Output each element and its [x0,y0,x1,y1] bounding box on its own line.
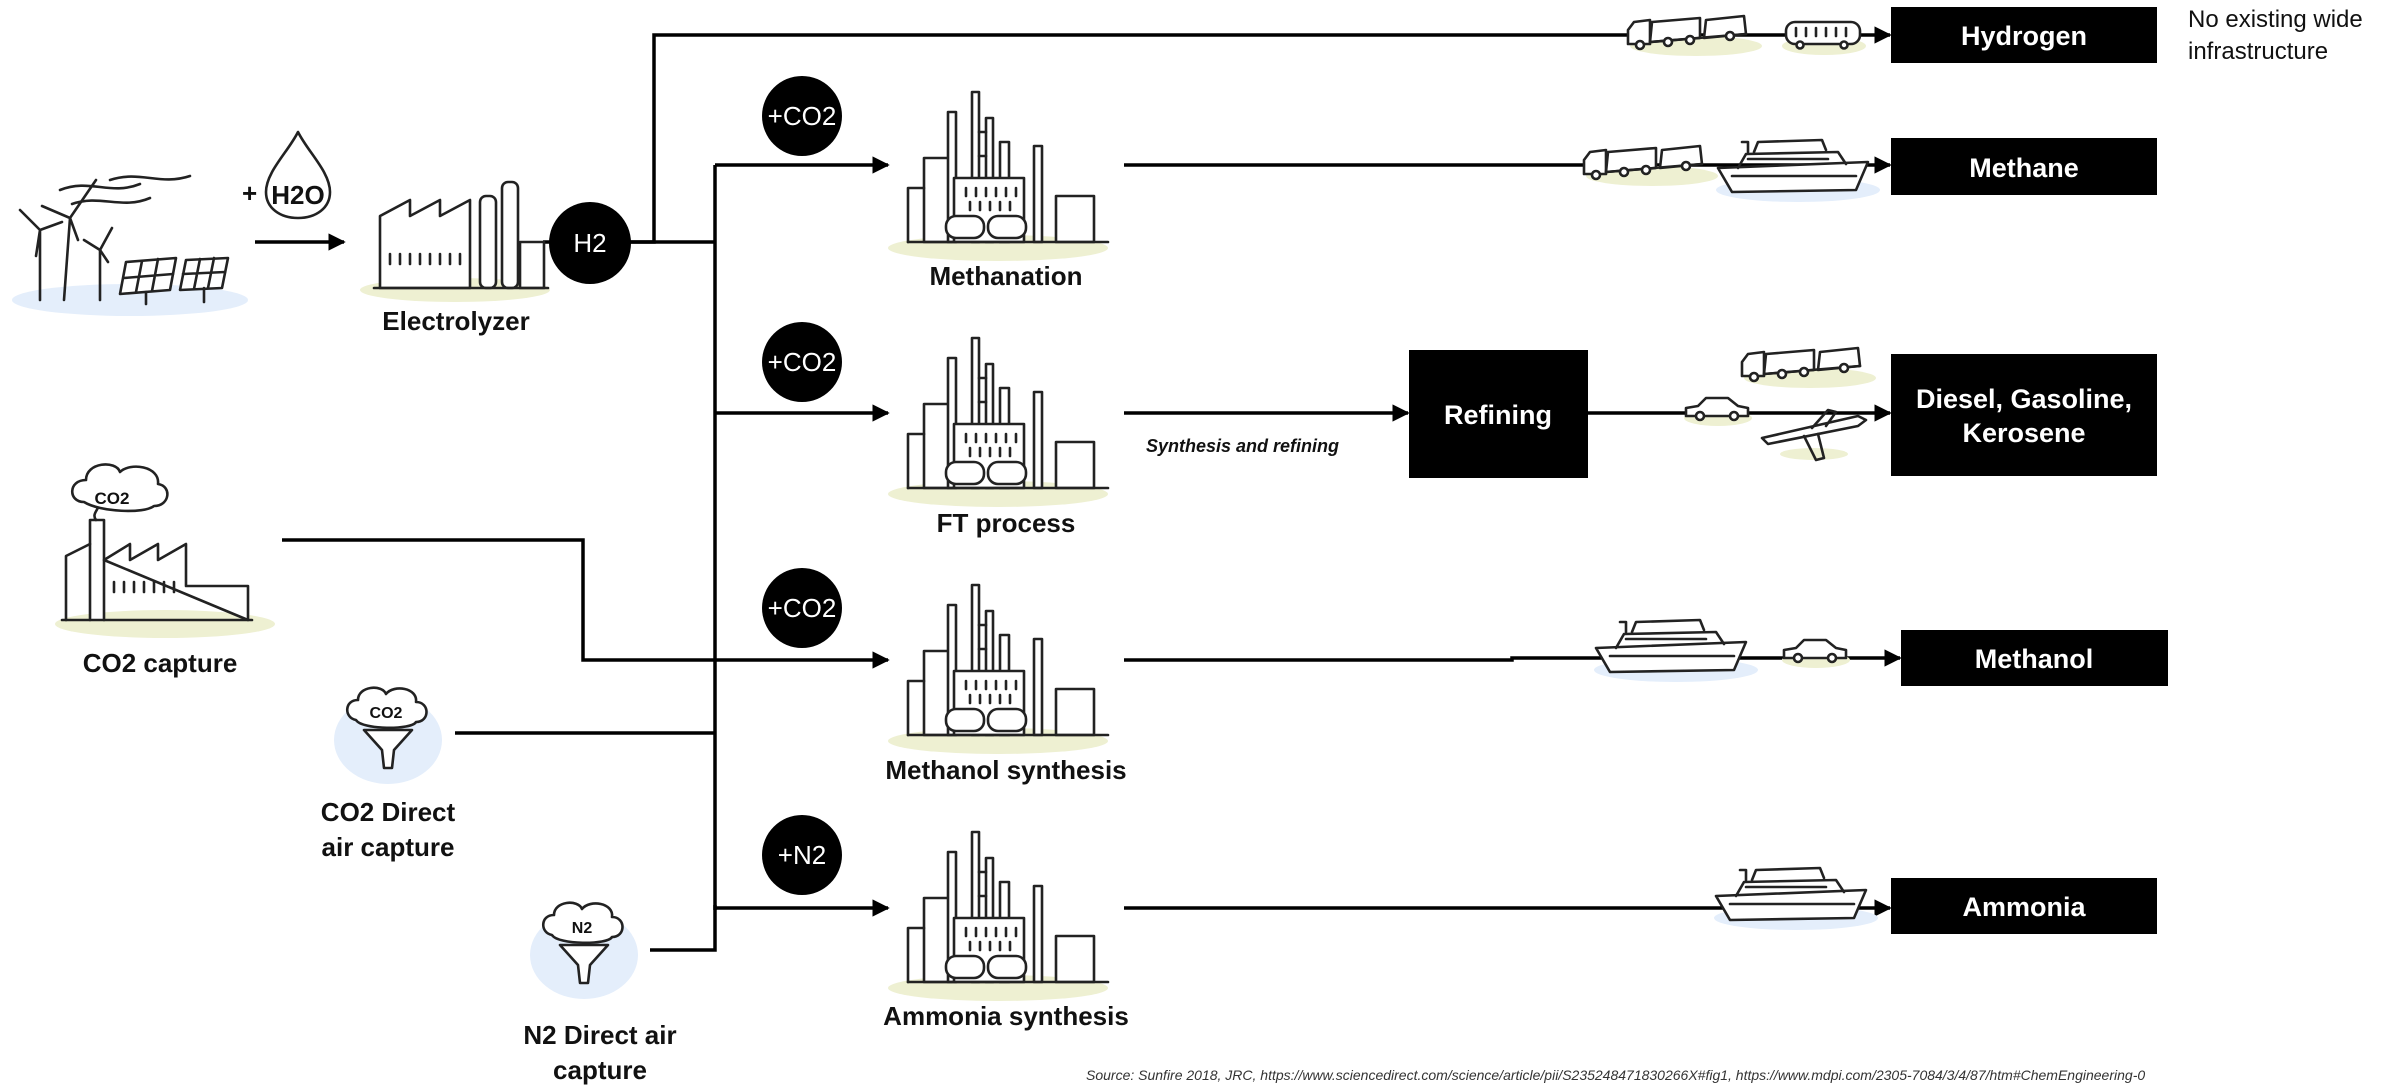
chemical-plant-icon [886,90,1110,263]
chemical-plant-icon [886,583,1110,756]
co2-dac-label-line2: air capture [322,832,455,862]
methane-label: Methane [1969,153,2079,183]
hydrogen-box [1891,7,2157,63]
ft-process-label: FT process [937,508,1076,538]
methanation-label: Methanation [929,261,1082,291]
co2-additive-methanol [762,568,842,648]
cloud-co2-dac-label: CO2 [370,705,403,722]
co2-additive-methanol-label: +CO2 [768,593,837,623]
ship-icon [1712,866,1880,932]
h2-label: H2 [573,228,606,258]
ship-icon [1714,138,1882,204]
wind-turbine-icon [18,174,192,302]
solar-panel-icon [118,256,230,306]
co2-dac-icon: CO2 [332,686,444,786]
airplane-icon [1760,408,1868,462]
h2-node [549,202,631,284]
electrolyzer-label: Electrolyzer [382,306,529,336]
hydrogen-label: Hydrogen [1961,21,2087,51]
synthesis-refining-caption: Synthesis and refining [1146,436,1339,456]
chemical-plant-icon [886,336,1110,509]
ammonia-box [1891,878,2157,934]
cloud-co2-label: CO2 [95,489,130,508]
hydrogen-note-line2: infrastructure [2188,38,2328,65]
factory-icon [360,180,550,302]
diesel-gasoline-kerosene-box [1891,354,2157,476]
car-icon [1682,396,1754,428]
ammonia-synthesis-label: Ammonia synthesis [883,1001,1129,1031]
n2-dac-label-line2: capture [553,1055,647,1085]
kerosene-label: Kerosene [1962,418,2085,448]
n2-dac-icon: N2 [528,901,640,1001]
water-drop-icon: H2O [264,130,332,220]
n2-additive-ammonia-label: +N2 [778,840,826,870]
cloud-n2-label: N2 [572,920,593,937]
ammonia-label: Ammonia [1962,892,2086,922]
co2-additive-methanation [762,76,842,156]
refining-box [1409,350,1588,478]
bus-icon [1780,20,1868,57]
diesel-gasoline-label: Diesel, Gasoline, [1916,384,2132,414]
co2-dac-label-line1: CO2 Direct [321,797,456,827]
cloud-icon: CO2 [70,463,169,513]
truck-icon [1740,346,1878,390]
co2-additive-ft-label: +CO2 [768,347,837,377]
car-icon [1780,638,1852,670]
water-label: H2O [271,180,324,210]
hydrogen-note-line1: No existing wide [2188,6,2363,33]
renewables-icon [12,174,248,316]
co2-capture-label: CO2 capture [83,648,238,678]
water-prefix: + [242,178,257,208]
methane-box [1891,138,2157,195]
co2-capture-factory-icon: CO2 [55,463,275,638]
methanol-box [1901,630,2168,686]
co2-additive-ft [762,322,842,402]
ship-icon [1592,618,1760,684]
methanol-synthesis-label: Methanol synthesis [885,755,1126,785]
methanol-label: Methanol [1975,644,2094,674]
chemical-plant-icon [886,830,1110,1003]
co2-additive-methanation-label: +CO2 [768,101,837,131]
source-citation: Source: Sunfire 2018, JRC, https://www.s… [1086,1067,2145,1083]
n2-dac-label-line1: N2 Direct air [523,1020,676,1050]
n2-additive-ammonia [762,815,842,895]
refining-label: Refining [1444,400,1552,430]
